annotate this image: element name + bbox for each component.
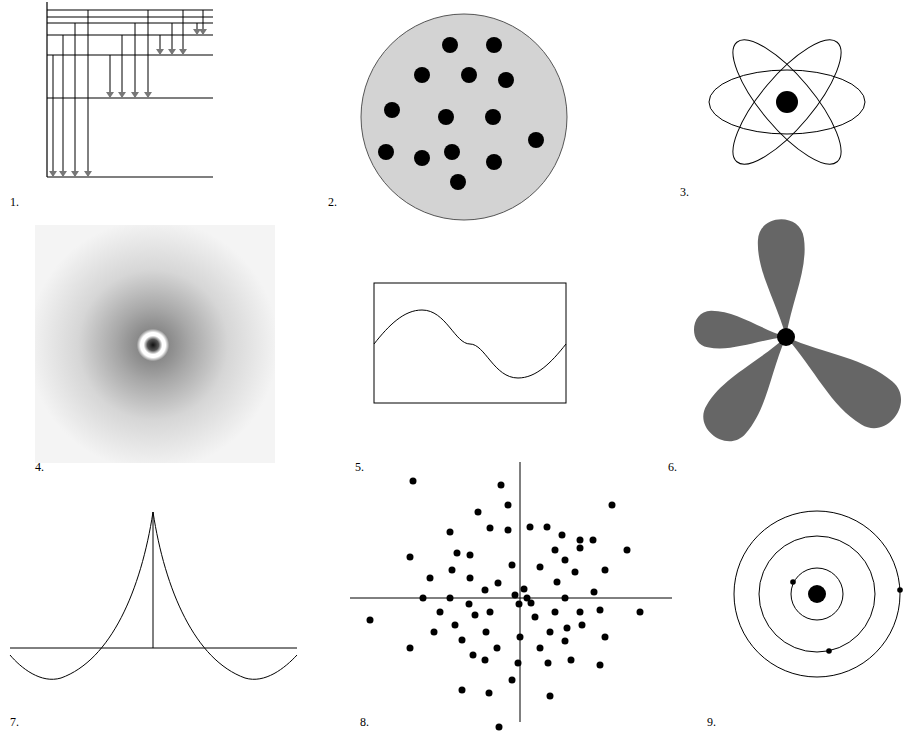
panel-number: 8. <box>360 716 369 728</box>
transition-arrows <box>53 10 203 176</box>
panel-number: 6. <box>668 461 677 473</box>
wave-box <box>374 283 566 403</box>
panel-number: 1. <box>10 196 19 208</box>
plum-pudding-model <box>361 14 567 220</box>
panel-number: 2. <box>328 196 337 208</box>
panel-number: 3. <box>680 186 689 198</box>
panel-number: 9. <box>707 716 716 728</box>
radial-wavefunction <box>10 512 297 679</box>
electron-cloud <box>35 225 275 463</box>
panel-number: 5. <box>355 461 364 473</box>
panel-number: 7. <box>10 716 19 728</box>
rutherford-model <box>709 26 865 179</box>
panel-number: 4. <box>35 461 44 473</box>
bohr-model <box>734 511 903 677</box>
probability-scatter <box>350 462 672 731</box>
energy-level-diagram <box>47 2 213 177</box>
orbital-lobes <box>692 218 904 450</box>
